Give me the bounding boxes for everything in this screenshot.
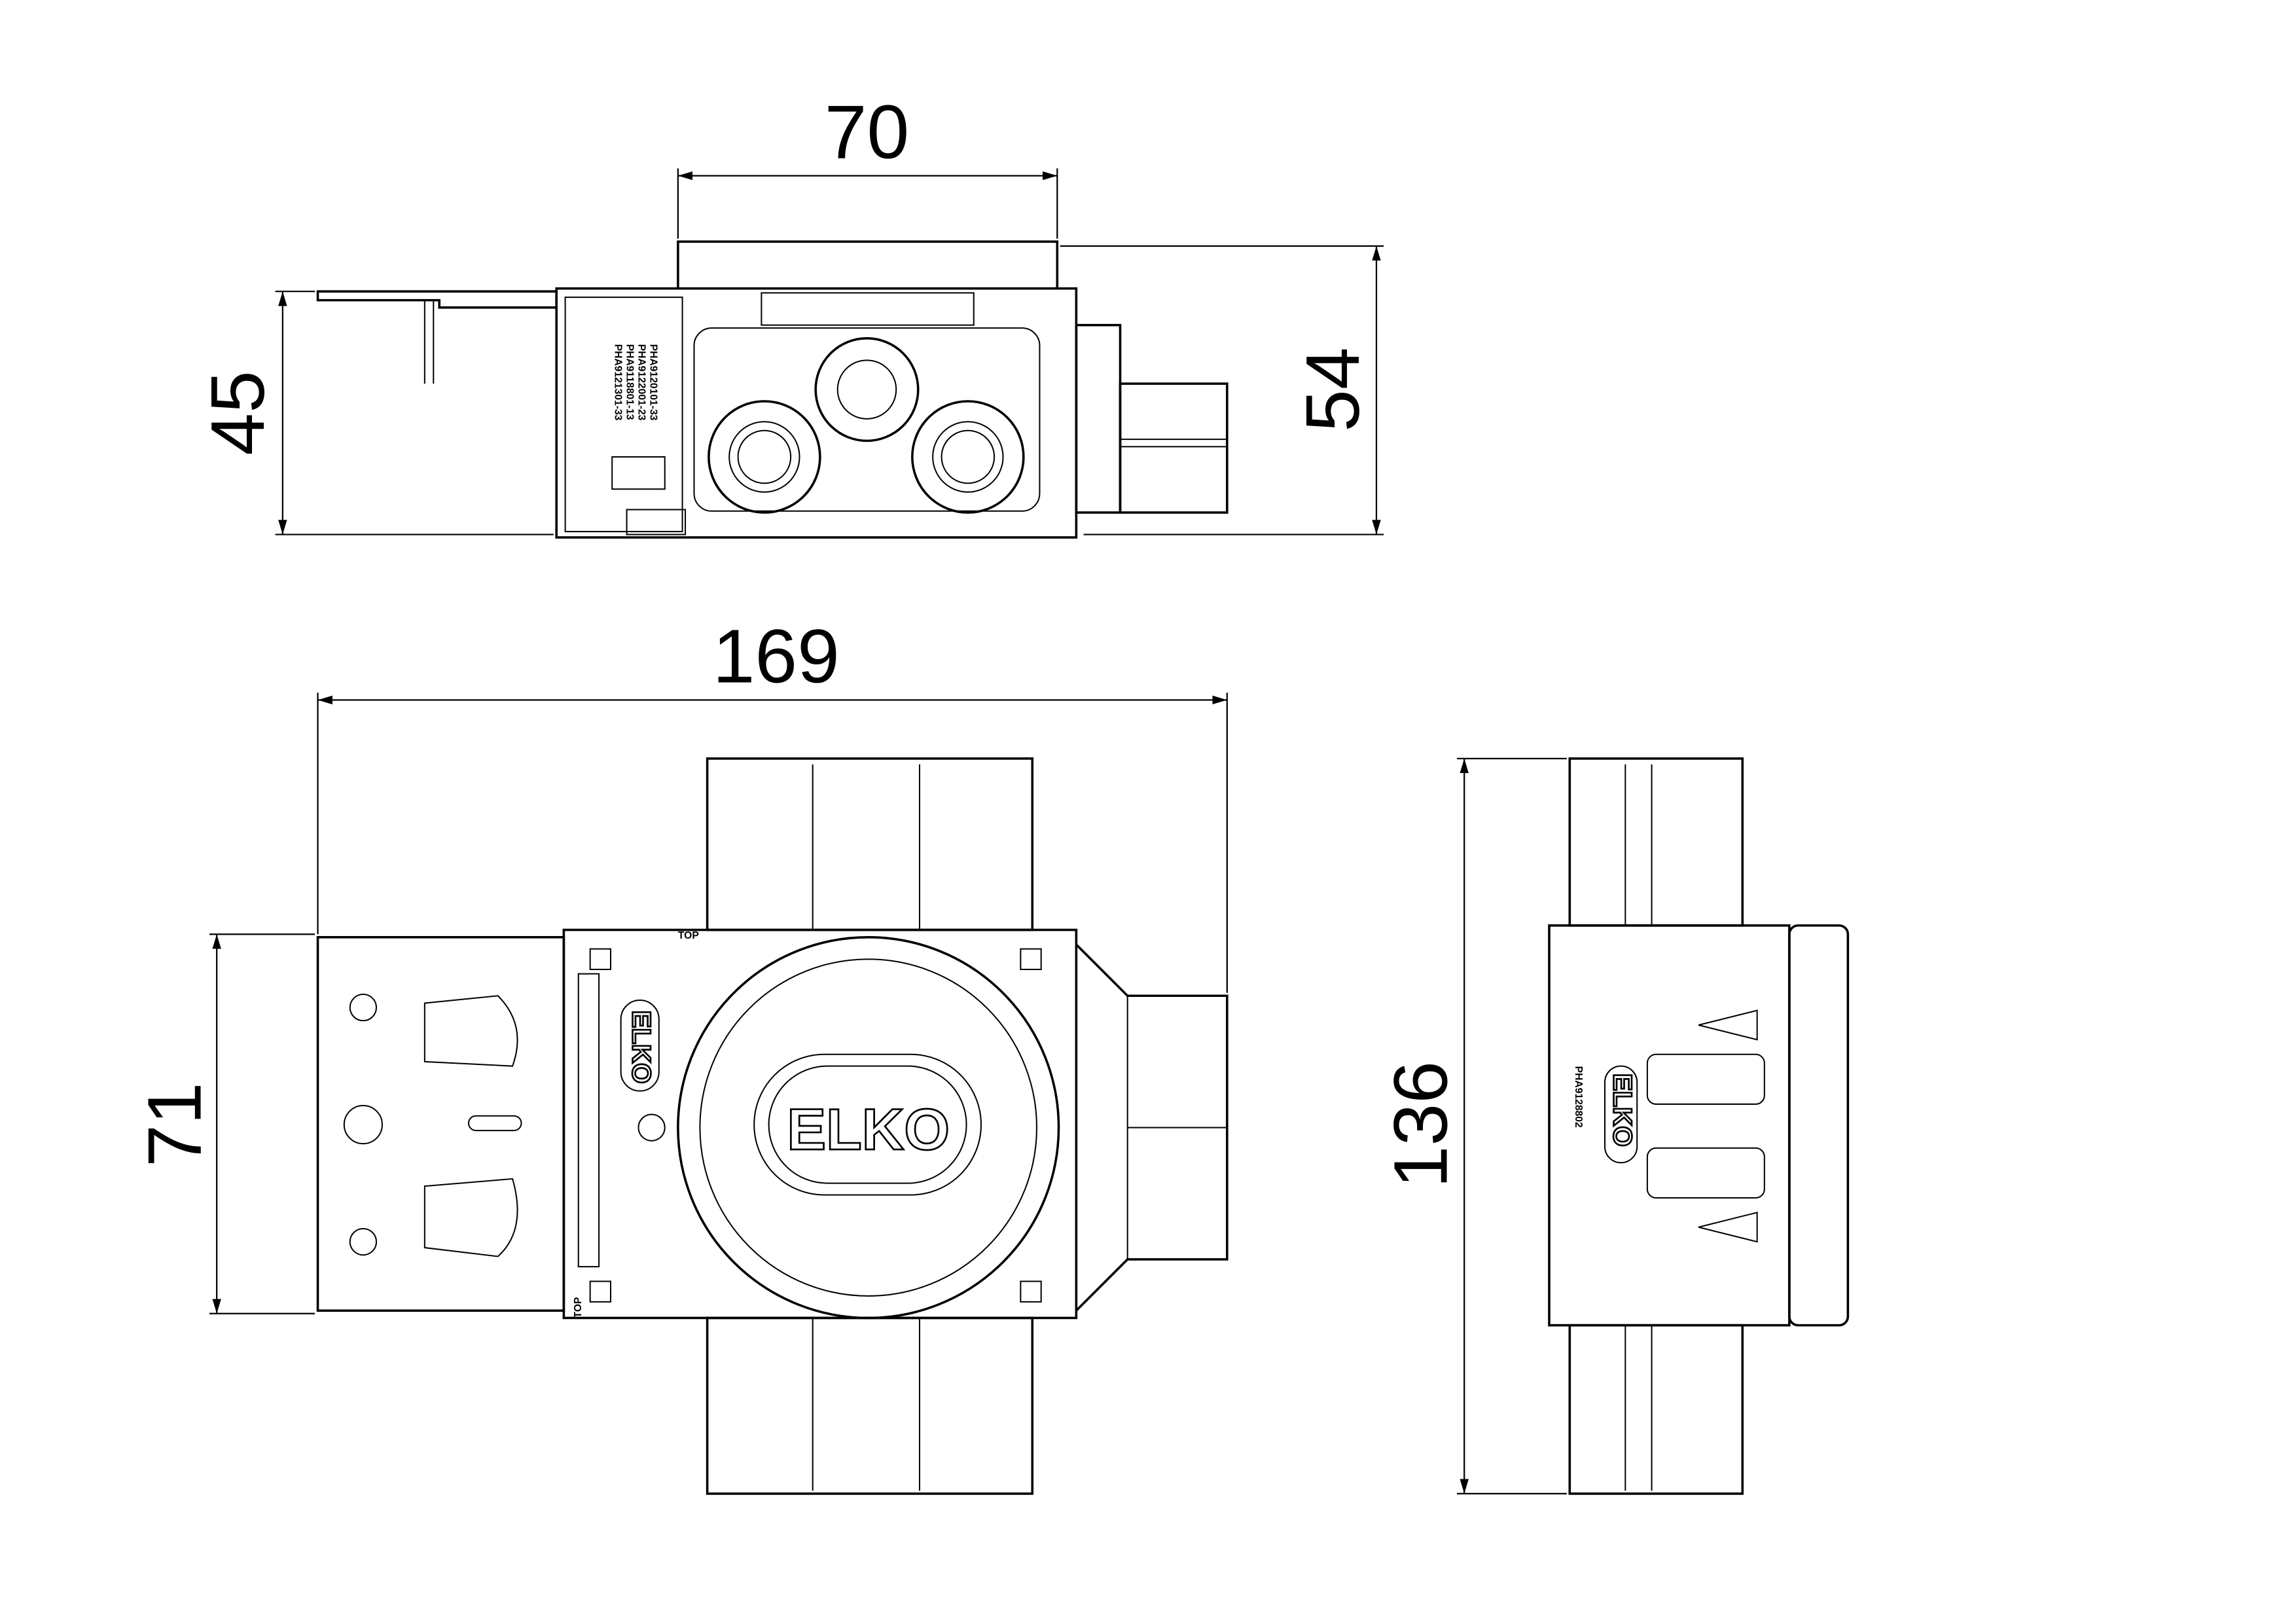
dimension-label: 70 bbox=[825, 90, 909, 175]
dimension-169: 169 bbox=[317, 614, 1228, 993]
dimension-136: 136 bbox=[1378, 757, 1567, 1495]
elko-logo: ELKO bbox=[787, 1096, 950, 1162]
dimension-70: 70 bbox=[677, 90, 1058, 239]
part-number-text: PHA9121301-33 bbox=[613, 344, 624, 421]
part-number-text: PHA9118801-13 bbox=[624, 344, 636, 420]
part-number-label: PHA9121301-33 PHA9118801-13 PHA9122001-2… bbox=[613, 344, 659, 421]
front-elevation-view: PHA9121301-33 PHA9118801-13 PHA9122001-2… bbox=[316, 240, 1229, 539]
dimension-label: 45 bbox=[195, 370, 280, 455]
side-view: ELKO PHA9128802 bbox=[1548, 757, 1850, 1495]
box-icon bbox=[611, 456, 666, 490]
elko-logo-small: ELKO bbox=[627, 1011, 656, 1084]
plan-view: ELKO ELKO TOP TOP bbox=[316, 757, 1229, 1495]
side-part-number: PHA9128802 bbox=[1573, 1066, 1584, 1128]
dimension-54: 54 bbox=[1060, 245, 1384, 535]
dimension-label: 54 bbox=[1290, 347, 1375, 431]
part-number-text: PHA9122001-23 bbox=[636, 344, 647, 421]
part-number-text: PHA9120101-33 bbox=[647, 344, 658, 421]
dimension-45: 45 bbox=[195, 291, 554, 535]
top-marker: TOP bbox=[678, 930, 699, 941]
dimension-label: 136 bbox=[1378, 1061, 1463, 1188]
dimension-71: 71 bbox=[132, 933, 315, 1314]
elko-logo-side: ELKO bbox=[1607, 1074, 1637, 1147]
top-marker: TOP bbox=[573, 1297, 584, 1318]
dimension-label: 169 bbox=[713, 614, 840, 699]
dimension-label: 71 bbox=[132, 1082, 217, 1166]
